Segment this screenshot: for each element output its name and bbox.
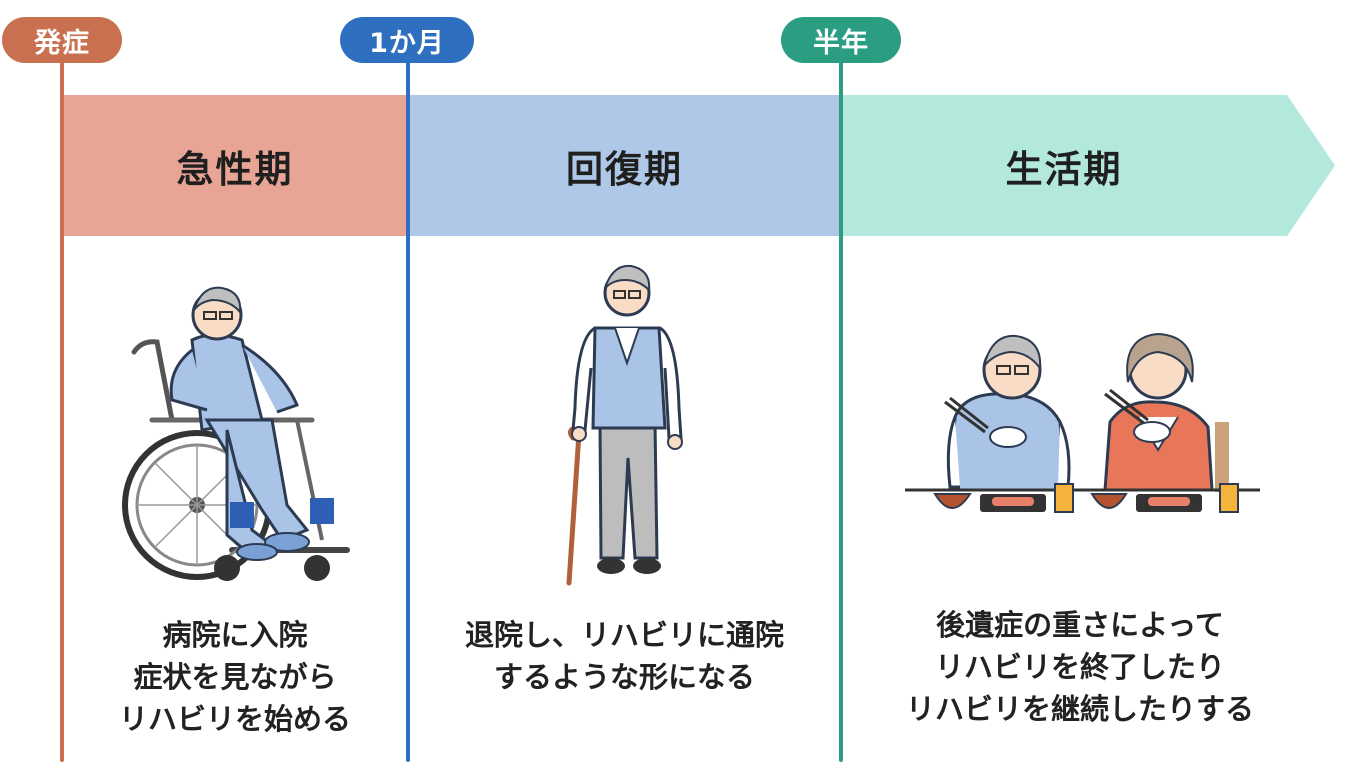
milestone-pill-onset: 発症 <box>2 17 122 63</box>
milestone-label-onset: 発症 <box>34 27 90 59</box>
description-line: 退院し、リハビリに通院 <box>464 618 784 652</box>
description-line: 症状を見ながら <box>133 660 337 694</box>
description-line: リハビリを始める <box>118 702 351 736</box>
phase-description-acute: 病院に入院 症状を見ながら リハビリを始める <box>62 614 408 740</box>
description-line: 後遺症の重さによって <box>936 608 1224 642</box>
milestone-line-onset <box>60 40 64 762</box>
milestone-line-one-month <box>406 40 410 762</box>
phase-description-recovery: 退院し、リハビリに通院 するような形になる <box>408 614 841 698</box>
phase-description-maintenance: 後遺症の重さによって リハビリを終了したり リハビリを継続したりする <box>850 604 1310 730</box>
phase-title-maintenance: 生活期 <box>1005 147 1123 191</box>
description-line: リハビリを継続したりする <box>905 692 1254 726</box>
description-line: リハビリを終了したり <box>934 650 1225 684</box>
couple-eating-icon <box>900 322 1270 522</box>
milestone-pill-half-year: 半年 <box>781 17 901 63</box>
milestone-label-one-month: 1か月 <box>369 27 445 59</box>
milestone-line-half-year <box>839 40 843 762</box>
phase-title-recovery: 回復期 <box>566 147 683 191</box>
description-line: するような形になる <box>493 660 755 694</box>
phase-band-maintenance: 生活期 <box>841 95 1335 236</box>
phase-band-acute: 急性期 <box>62 95 408 236</box>
description-line: 病院に入院 <box>162 618 308 652</box>
phase-band-recovery: 回復期 <box>408 95 841 236</box>
phase-arrow-shape <box>841 95 1335 236</box>
cane-walking-man-icon <box>555 258 695 588</box>
milestone-pill-one-month: 1か月 <box>340 17 474 63</box>
wheelchair-patient-icon <box>112 270 362 590</box>
milestone-label-half-year: 半年 <box>813 27 869 59</box>
phase-title-acute: 急性期 <box>176 147 294 191</box>
